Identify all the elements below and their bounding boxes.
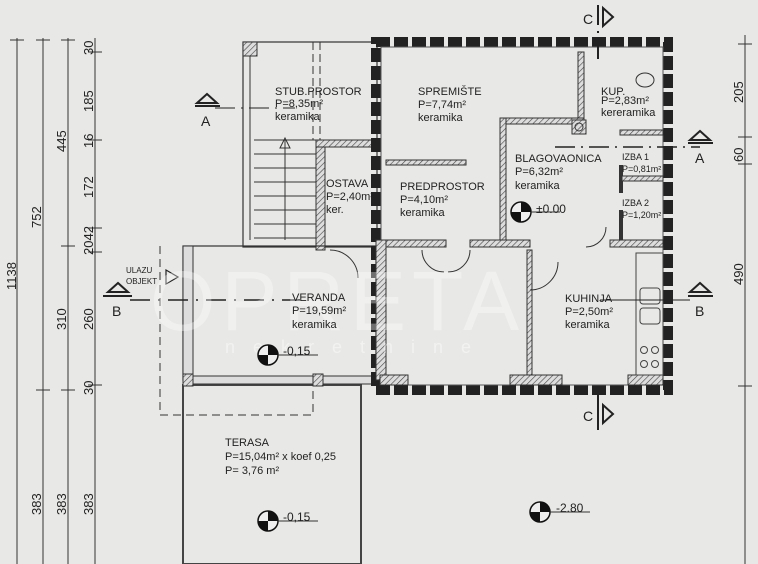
room-area: P=2,83m²	[601, 95, 649, 107]
dim-310: 310	[54, 308, 69, 330]
terrace-outline	[182, 384, 362, 564]
room-area: P=8,35m²	[275, 98, 323, 110]
room-floor: keramika	[515, 180, 561, 192]
room-floor: keramika	[292, 319, 338, 331]
level-terasa: -0,15	[283, 510, 311, 524]
dim-60: 60	[731, 148, 746, 162]
wall	[315, 139, 326, 251]
dim-30: 30	[81, 41, 96, 55]
main-building	[329, 37, 673, 395]
room-name: BLAGOVAONICA	[515, 153, 602, 165]
watermark-sub: nekretnine	[225, 337, 489, 357]
dim-30: 30	[81, 381, 96, 395]
dim-260: 260	[81, 308, 96, 330]
dim-383: 383	[81, 493, 96, 515]
section-c-bottom: C	[583, 408, 593, 424]
watermark-brand: OPRETA	[150, 254, 525, 348]
room-name: IZBA 1	[622, 152, 649, 162]
room-name: SPREMIŠTE	[418, 85, 482, 98]
room-area: P=2,50m²	[565, 306, 613, 318]
level-marker-icon	[257, 344, 318, 366]
entrance-label: OBJEKT	[126, 277, 157, 286]
level-marker-icon	[529, 501, 590, 523]
dim-total: 1138	[4, 262, 19, 290]
dashed-outline	[159, 246, 314, 416]
room-area: P=15,04m² x koef 0,25	[225, 451, 336, 463]
dim-172: 172	[81, 176, 96, 198]
section-lines	[103, 5, 713, 430]
dim-383: 383	[29, 493, 44, 515]
room-area: P=6,32m²	[515, 166, 563, 178]
room-area: P=0,81m²	[622, 164, 661, 174]
veranda-window	[182, 375, 377, 385]
dim-185: 185	[81, 90, 96, 112]
room-name: PREDPROSTOR	[400, 181, 485, 193]
room-name: KUP.	[601, 86, 625, 98]
dim-205: 205	[731, 81, 746, 103]
section-b-left: B	[112, 303, 121, 319]
section-a-left: A	[201, 113, 211, 129]
dimension-lines-right	[738, 35, 752, 564]
section-c-top: C	[583, 11, 593, 27]
room-area: P=2,40m²	[326, 191, 374, 203]
room-area: P=4,10m²	[400, 194, 448, 206]
room-area: P= 3,76 m²	[225, 465, 279, 477]
entrance-label: ULAZU	[126, 266, 152, 275]
room-area: P=19,59m²	[292, 305, 346, 317]
level-veranda: -0,15	[283, 344, 311, 358]
room-floor: keramika	[565, 319, 611, 331]
dim-490: 490	[731, 263, 746, 285]
dim-16: 16	[81, 134, 96, 148]
room-name: IZBA 2	[622, 198, 649, 208]
room-area: P=1,20m²	[622, 210, 661, 220]
toilet-icon	[635, 72, 655, 88]
wall	[315, 139, 377, 148]
room-name: KUHINJA	[565, 293, 613, 305]
dim-2042: 2042	[81, 226, 96, 255]
room-name: STUB.PROSTOR	[275, 86, 362, 98]
room-name: TERASA	[225, 437, 270, 449]
room-name: OSTAVA	[326, 178, 369, 190]
dim-445: 445	[54, 130, 69, 152]
room-floor: keramika	[418, 112, 464, 124]
room-area: P=7,74m²	[418, 99, 466, 111]
section-b-right: B	[695, 303, 704, 319]
level-marker-icon	[510, 201, 560, 223]
level-ground: -2.80	[556, 501, 584, 515]
section-a-right: A	[695, 150, 705, 166]
level-main: ±0.00	[536, 202, 566, 216]
dim-383: 383	[54, 493, 69, 515]
dimension-lines-left	[10, 38, 102, 564]
room-floor: keramika	[400, 207, 446, 219]
room-floor: kereramika	[601, 107, 656, 119]
level-marker-icon	[257, 510, 318, 532]
room-floor: keramika	[275, 111, 321, 123]
dim-752: 752	[29, 206, 44, 228]
room-name: VERANDA	[292, 292, 346, 304]
room-floor: ker.	[326, 204, 344, 216]
